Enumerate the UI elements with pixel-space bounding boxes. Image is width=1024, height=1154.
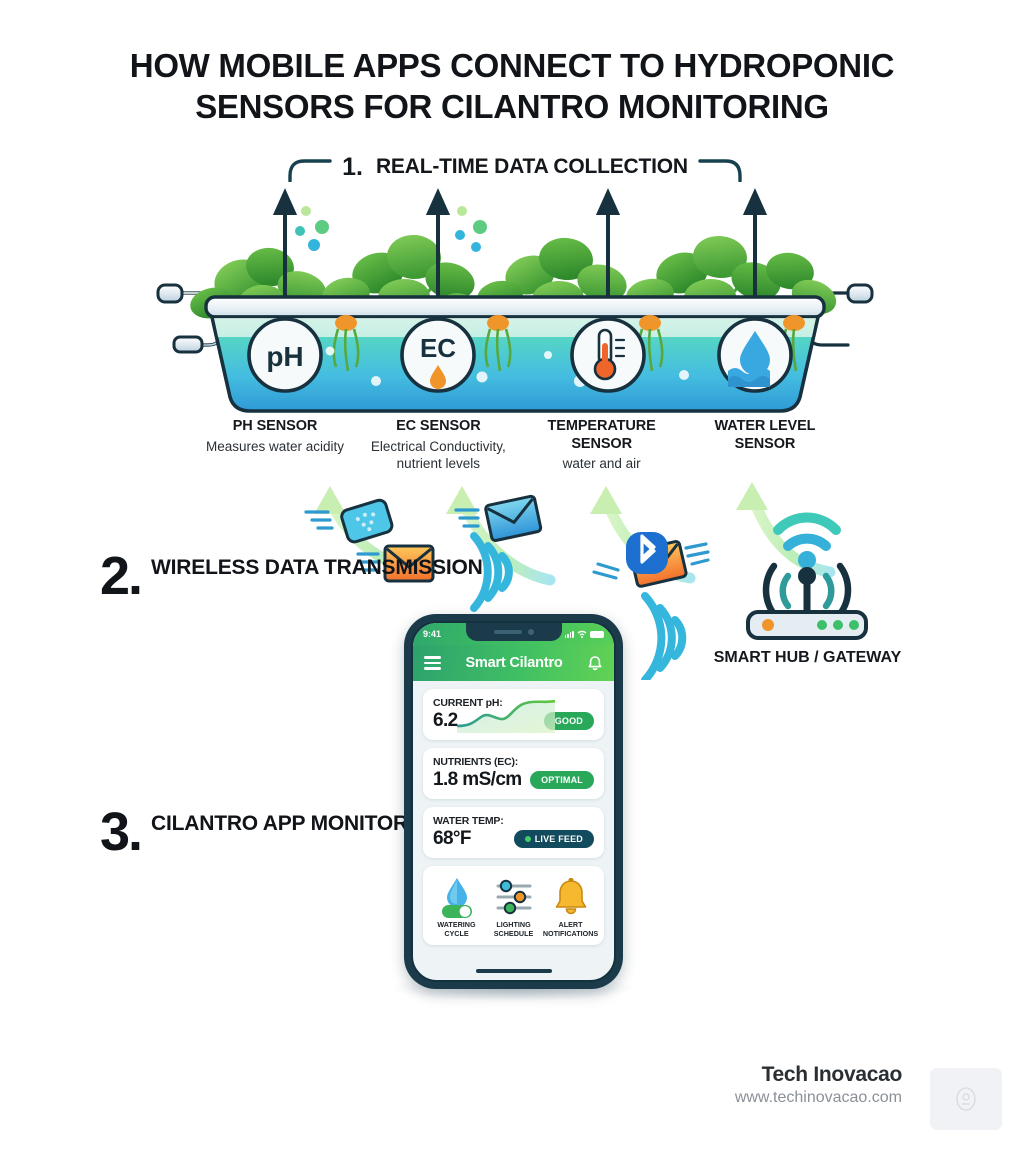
wifi-icon — [641, 592, 687, 684]
envelope-icon — [383, 544, 435, 583]
sliders-icon[interactable] — [485, 875, 542, 919]
control-label: LIGHTING SCHEDULE — [493, 920, 534, 938]
controls-card: WATERING CYCLE — [423, 866, 604, 946]
step-1-header: 1. REAL-TIME DATA COLLECTION — [270, 152, 760, 182]
hamburger-menu-icon[interactable] — [424, 656, 441, 670]
plant-roots — [332, 315, 805, 372]
ph-card[interactable]: CURRENT pH: 6.2 GOOD — [423, 689, 604, 740]
footer-branding: Tech Inovacao www.techinovacao.com — [735, 1063, 902, 1107]
status-icons — [564, 630, 604, 638]
card-value: 68°F — [433, 828, 472, 849]
card-value: 1.8 mS/cm — [433, 769, 522, 790]
water-drop-toggle-icon[interactable] — [428, 875, 485, 919]
sensor-label-water-level: WATER LEVEL SENSOR — [685, 418, 845, 455]
hub-label: SMART HUB / GATEWAY — [713, 649, 902, 666]
control-alert-notifications[interactable]: ALERT NOTIFICATIONS — [542, 875, 599, 938]
svg-text:EC: EC — [420, 333, 456, 363]
page-title: HOW MOBILE APPS CONNECT TO HYDROPONIC SE… — [129, 47, 895, 125]
control-lighting-schedule[interactable]: LIGHTING SCHEDULE — [485, 875, 542, 938]
phone-screen: 9:41 Smart Cilantro — [411, 621, 616, 982]
sensor-name: EC SENSOR — [396, 418, 481, 434]
speaker-grill — [493, 630, 522, 634]
front-camera-icon — [527, 629, 534, 635]
status-badge: OPTIMAL — [530, 771, 594, 789]
bracket-right-icon — [698, 159, 742, 182]
control-label: ALERT NOTIFICATIONS — [542, 920, 599, 938]
sensor-label-ph: pH SENSOR Measures water acidity — [195, 418, 355, 455]
placeholder-logo-icon — [930, 1068, 1002, 1130]
card-title: WATER TEMP: — [433, 815, 504, 827]
ph-sensor-badge: pH — [247, 317, 323, 393]
ec-sensor-badge: EC — [400, 317, 476, 393]
sensor-desc: Measures water acidity — [205, 438, 345, 454]
card-title: CURRENT pH: — [433, 697, 503, 709]
bell-alert-icon[interactable] — [542, 875, 599, 919]
envelope-icon — [484, 494, 543, 542]
step-2-label: WIRELESS DATA TRANSMISSION — [151, 556, 483, 579]
card-value: 6.2 — [433, 710, 458, 731]
arrow-heads — [314, 482, 768, 514]
water-temp-card[interactable]: WATER TEMP: 68°F LIVE FEED — [423, 807, 604, 858]
status-badge: GOOD — [543, 712, 594, 730]
svg-text:pH: pH — [266, 341, 303, 372]
sensor-label-ec: EC SENSOR Electrical Conductivity, nutri… — [358, 418, 518, 472]
sensor-badges: pH EC — [247, 317, 793, 393]
control-watering-cycle[interactable]: WATERING CYCLE — [428, 875, 485, 938]
home-indicator — [475, 969, 552, 973]
app-content: CURRENT pH: 6.2 GOOD — [413, 681, 614, 953]
status-time: 9:41 — [423, 629, 442, 639]
ph-sparkline-chart — [457, 699, 555, 733]
antenna-waves — [762, 562, 852, 618]
smartphone-mockup: 9:41 Smart Cilantro — [404, 614, 623, 989]
sensor-label-temperature: TEMPERATURE SENSOR water and air — [522, 418, 682, 472]
bracket-left-icon — [288, 159, 332, 182]
battery-icon — [590, 631, 604, 638]
live-feed-label: LIVE FEED — [534, 834, 583, 844]
sensor-label-row: pH SENSOR Measures water acidity EC SENS… — [195, 418, 845, 472]
sensor-desc: water and air — [562, 456, 641, 472]
signal-ticks — [304, 510, 334, 530]
temperature-sensor-badge — [570, 317, 646, 393]
sensor-name: TEMPERATURE SENSOR — [547, 418, 656, 452]
wireless-transmission-illustration — [220, 460, 900, 684]
tray-body — [204, 295, 826, 413]
brand-name: Tech Inovacao — [761, 1063, 903, 1086]
brand-url: www.techinovacao.com — [734, 1089, 902, 1106]
wifi-small-icon — [577, 630, 587, 638]
step-1-label: REAL-TIME DATA COLLECTION — [375, 155, 688, 178]
control-label: WATERING CYCLE — [437, 920, 476, 938]
signal-bars-icon — [564, 630, 574, 638]
wifi-icon — [470, 532, 513, 612]
step-2-number: 2. — [100, 546, 143, 606]
live-feed-badge: LIVE FEED — [513, 830, 594, 848]
phone-notch — [465, 623, 562, 641]
bell-icon[interactable] — [587, 655, 603, 672]
sensor-name: pH SENSOR — [232, 418, 318, 434]
sensor-desc: Electrical Conductivity, nutrient levels — [370, 438, 506, 471]
step-3-number: 3. — [100, 802, 143, 862]
card-title: NUTRIENTS (EC): — [433, 756, 519, 768]
nutrients-card[interactable]: NUTRIENTS (EC): 1.8 mS/cm OPTIMAL — [423, 748, 604, 799]
app-title: Smart Cilantro — [465, 655, 563, 671]
floating-particles — [295, 206, 487, 252]
bluetooth-icon — [626, 532, 668, 574]
wifi-signal-arcs — [773, 512, 841, 569]
sensor-name: WATER LEVEL SENSOR — [714, 418, 816, 452]
data-packet-icon — [340, 498, 394, 544]
water-level-sensor-badge — [717, 317, 793, 393]
app-header-bar: Smart Cilantro — [413, 645, 614, 681]
router-icon — [730, 488, 880, 648]
live-indicator-dot — [524, 836, 531, 842]
step-1-number: 1. — [342, 152, 363, 181]
step-2-block: 2. WIRELESS DATA TRANSMISSION — [100, 546, 483, 606]
hydroponic-tray-illustration: pH EC — [150, 185, 880, 420]
